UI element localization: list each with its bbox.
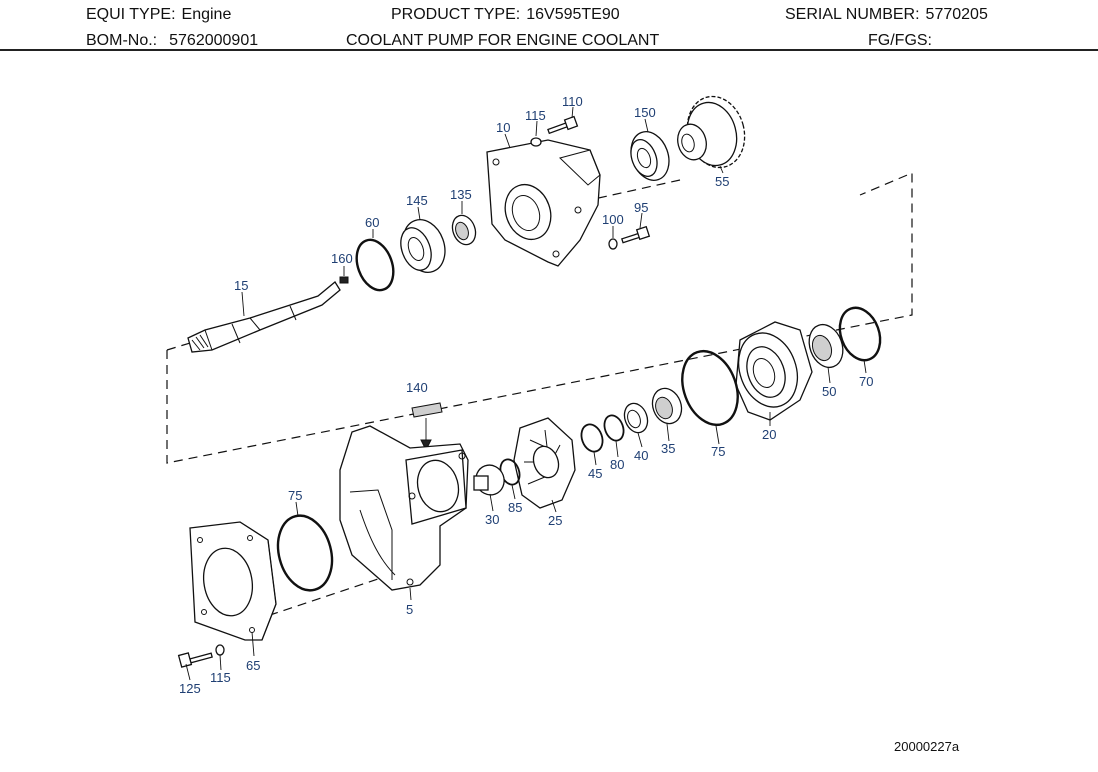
product-type-field: PRODUCT TYPE: 16V595TE90 bbox=[391, 6, 620, 24]
o-ring-60 bbox=[355, 238, 395, 292]
callout-135: 135 bbox=[450, 187, 472, 202]
product-type-value: 16V595TE90 bbox=[526, 6, 620, 23]
bearing-145 bbox=[400, 219, 446, 273]
bearing-housing-10 bbox=[486, 139, 601, 267]
callout-55: 55 bbox=[715, 174, 729, 189]
callout-50: 50 bbox=[822, 384, 836, 399]
assembly-dashed-outline bbox=[166, 172, 913, 464]
o-ring-70 bbox=[838, 306, 882, 362]
product-type-label: PRODUCT TYPE: bbox=[391, 6, 521, 23]
cover-20 bbox=[735, 321, 813, 421]
serial-number-label: SERIAL NUMBER: bbox=[785, 6, 920, 23]
callout-60: 60 bbox=[365, 215, 379, 230]
callout-145: 145 bbox=[406, 193, 428, 208]
o-ring-45 bbox=[580, 423, 604, 453]
callout-40: 40 bbox=[634, 448, 648, 463]
callout-110: 110 bbox=[562, 94, 583, 109]
callout-95: 95 bbox=[634, 200, 648, 215]
callout-80: 80 bbox=[610, 457, 624, 472]
callout-125: 125 bbox=[179, 681, 201, 696]
seal-50 bbox=[808, 323, 844, 369]
o-ring-80 bbox=[603, 414, 625, 442]
washer-100 bbox=[608, 238, 618, 250]
shaft-part bbox=[187, 281, 341, 353]
callout-35: 35 bbox=[661, 441, 675, 456]
serial-number-field: SERIAL NUMBER: 5770205 bbox=[785, 6, 988, 24]
label-plate-140 bbox=[411, 402, 443, 452]
callout-15: 15 bbox=[234, 278, 248, 293]
callout-leader-lines bbox=[185, 106, 867, 681]
callout-75-right: 75 bbox=[711, 444, 725, 459]
equi-type-value: Engine bbox=[181, 6, 232, 23]
callout-30: 30 bbox=[485, 512, 499, 527]
bolt-125 bbox=[177, 652, 213, 668]
callout-5: 5 bbox=[406, 602, 413, 617]
callout-10: 10 bbox=[496, 120, 510, 135]
serial-number-value: 5770205 bbox=[925, 6, 988, 23]
washer-115-top bbox=[530, 137, 542, 147]
seal-135 bbox=[451, 214, 477, 246]
callout-115-top: 115 bbox=[525, 108, 546, 123]
callout-115-bottom: 115 bbox=[210, 670, 231, 685]
callout-45: 45 bbox=[588, 466, 602, 481]
callout-150: 150 bbox=[634, 105, 656, 120]
bolt-95 bbox=[621, 225, 651, 244]
impeller-25 bbox=[513, 417, 576, 509]
gear-55 bbox=[677, 95, 746, 169]
bom-label: BOM-No.: bbox=[86, 32, 158, 49]
drawing-reference-code: 20000227a bbox=[894, 739, 960, 754]
equi-type-label: EQUI TYPE: bbox=[86, 6, 176, 23]
equi-type-field: EQUI TYPE: Engine bbox=[86, 6, 231, 24]
bearing-35 bbox=[651, 387, 683, 425]
callout-70: 70 bbox=[859, 374, 873, 389]
pin-part bbox=[339, 276, 349, 284]
pump-housing-5 bbox=[339, 425, 469, 591]
callout-65: 65 bbox=[246, 658, 260, 673]
fg-fgs-field: FG/FGS: bbox=[868, 32, 932, 50]
bom-field: BOM-No.: 5762000901 bbox=[86, 32, 258, 50]
bolt-110 bbox=[547, 115, 579, 135]
fg-fgs-label: FG/FGS: bbox=[868, 32, 932, 49]
header-divider bbox=[0, 49, 1098, 51]
callout-160: 160 bbox=[331, 251, 353, 266]
callout-85: 85 bbox=[508, 500, 522, 515]
o-ring-75-left bbox=[276, 514, 334, 592]
flange-65 bbox=[189, 521, 277, 641]
callout-25: 25 bbox=[548, 513, 562, 528]
nut-30 bbox=[473, 464, 505, 496]
callout-20: 20 bbox=[762, 427, 776, 442]
callout-100: 100 bbox=[602, 212, 624, 227]
ring-40 bbox=[623, 402, 649, 434]
callout-75-left: 75 bbox=[288, 488, 302, 503]
page-description: COOLANT PUMP FOR ENGINE COOLANT bbox=[346, 32, 660, 49]
callout-140: 140 bbox=[406, 380, 428, 395]
washer-115-bottom bbox=[215, 644, 225, 656]
o-ring-75-right bbox=[681, 350, 739, 426]
bearing-150 bbox=[630, 131, 670, 181]
bom-value: 5762000901 bbox=[169, 32, 259, 49]
assembly-dashed-shaft-link bbox=[166, 342, 191, 351]
